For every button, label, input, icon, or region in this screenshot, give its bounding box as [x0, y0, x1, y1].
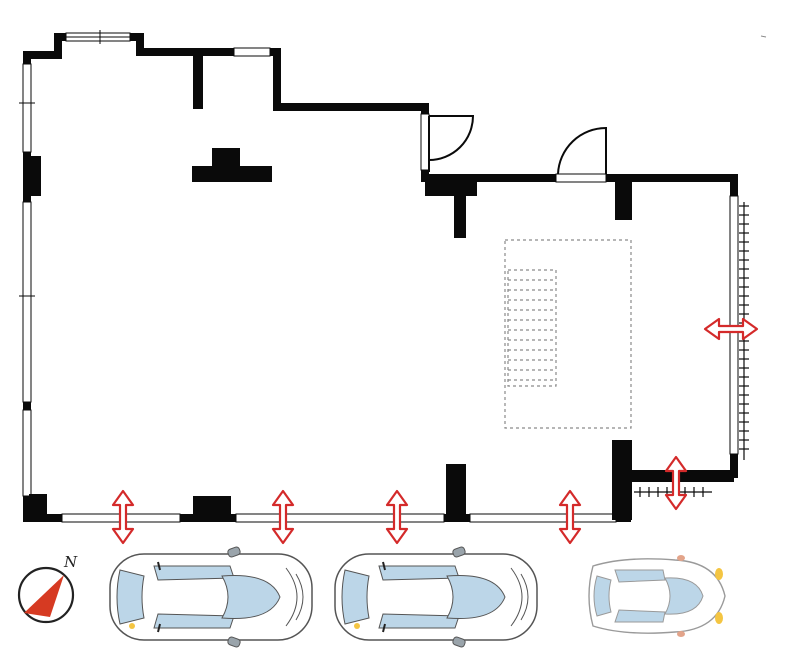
columns [29, 55, 632, 522]
column-left-lower [29, 494, 47, 518]
entry-arrow-1 [111, 489, 135, 545]
fireplace-base [192, 166, 272, 182]
window-top-mid [233, 47, 271, 57]
corner-mark [760, 35, 767, 38]
window-left-mid [22, 201, 32, 403]
entry-arrows [111, 317, 759, 545]
window-bottom-3 [469, 513, 617, 523]
column-bottom-mid [193, 496, 231, 522]
car-sedan-body [109, 546, 313, 648]
window-left-lower [22, 409, 32, 497]
compass: N [17, 553, 78, 624]
door-swing-top [557, 126, 607, 175]
compass-needle-icon [24, 575, 64, 617]
window-left-upper [22, 63, 32, 153]
entry-arrow-4 [558, 489, 582, 545]
entry-arrow-5 [664, 455, 688, 511]
fireplace-top [212, 148, 240, 168]
column-bottom-right [446, 464, 466, 522]
column-corner-right-bottom [612, 440, 632, 520]
compass-label: N [63, 553, 78, 571]
column-top-corner [425, 176, 477, 196]
column-top-right [615, 180, 632, 220]
doors [428, 115, 607, 175]
door-gap-top [555, 173, 607, 183]
stair-steps [507, 269, 557, 387]
car-right [588, 555, 726, 637]
car-left [109, 546, 313, 648]
column-left-upper [29, 156, 41, 196]
car-compact-body [588, 555, 726, 637]
car-middle [334, 546, 538, 648]
void-outline [504, 239, 632, 429]
stair-area [504, 239, 632, 429]
entry-arrow-3 [385, 489, 409, 545]
door-gap-left [420, 113, 430, 171]
door-swing-left [428, 115, 475, 161]
column-inner-stub [454, 196, 466, 238]
entry-arrow-2 [271, 489, 295, 545]
window-bottom-2 [235, 513, 445, 523]
car-sedan-body [334, 546, 538, 648]
entry-arrow-6 [703, 317, 759, 341]
column-top-left-stub [193, 55, 203, 109]
